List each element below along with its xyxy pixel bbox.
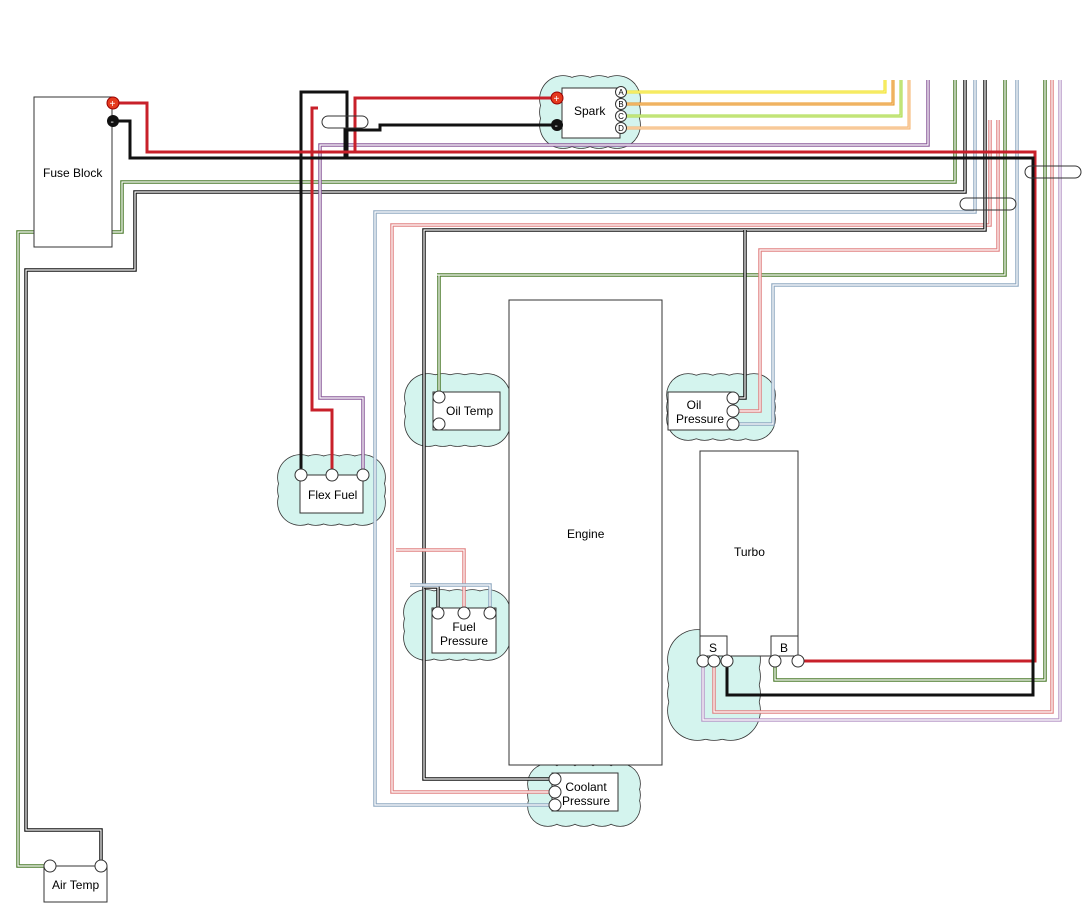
black-wire	[343, 123, 557, 158]
connector-oval	[959, 197, 1017, 211]
steel-wire	[373, 80, 977, 807]
oil-temp-label: Oil Temp	[446, 404, 493, 418]
spark-pin-c	[615, 110, 627, 122]
negative-terminal-icon	[551, 119, 563, 131]
pin	[294, 468, 308, 482]
pin	[791, 654, 805, 668]
steel-wire	[410, 583, 492, 613]
fuel-pressure-label-line2: Pressure	[440, 634, 488, 648]
spark-pin-label: C	[618, 112, 624, 121]
pin	[707, 654, 721, 668]
negative-terminal-icon	[107, 115, 119, 127]
positive-sign: +	[110, 99, 116, 110]
pin	[43, 859, 57, 873]
flex-fuel-sensor[interactable]: Flex Fuel	[294, 468, 370, 514]
engine[interactable]: Engine	[508, 299, 663, 766]
fuse-block[interactable]: Fuse Block + -	[33, 96, 120, 248]
oil-pressure-label-line1: Oil	[687, 398, 702, 412]
black-wire	[24, 80, 967, 866]
pink-wire	[733, 120, 1000, 413]
green-wire	[437, 80, 1007, 424]
pin	[431, 606, 445, 620]
connector-oval	[321, 115, 369, 129]
red-wire	[113, 101, 1037, 663]
yellow-wire	[621, 80, 887, 94]
pin	[325, 468, 339, 482]
red-wire	[353, 96, 557, 152]
spark-pin-label: B	[618, 100, 623, 109]
wire-loom-connectors	[321, 115, 1082, 211]
wires	[16, 80, 1062, 868]
coolant-pressure-sensor[interactable]: Coolant Pressure	[548, 772, 619, 812]
peach-wire	[621, 80, 911, 130]
coolant-pressure-label-line2: Pressure	[562, 794, 610, 808]
pin	[94, 859, 108, 873]
pink-wire	[396, 548, 466, 613]
pin	[432, 417, 446, 431]
flex-fuel-label: Flex Fuel	[308, 488, 357, 502]
air-temp-label: Air Temp	[52, 878, 99, 892]
purple-wire	[318, 80, 930, 475]
spark-pin-a	[615, 86, 627, 98]
engine-label: Engine	[567, 527, 605, 541]
negative-sign: -	[111, 117, 114, 128]
oil-pressure-label-line2: Pressure	[676, 412, 724, 426]
turbo-label: Turbo	[734, 545, 765, 559]
pin	[720, 654, 734, 668]
pin	[356, 468, 370, 482]
spark-pin-b	[615, 98, 627, 110]
spark-label: Spark	[574, 104, 606, 118]
black-wire	[422, 80, 987, 781]
oil-temp-sensor[interactable]: Oil Temp	[432, 390, 501, 431]
fuel-pressure-label-line1: Fuel	[452, 620, 475, 634]
red-wire	[310, 106, 334, 475]
black-wire	[733, 230, 747, 400]
lightgreen-wire	[621, 80, 903, 118]
coolant-pressure-label-line1: Coolant	[565, 780, 607, 794]
negative-sign: -	[555, 121, 558, 132]
spark-pin-d	[615, 122, 627, 134]
positive-terminal-icon	[550, 91, 564, 105]
fuse-block-label: Fuse Block	[43, 166, 103, 180]
pink-wire	[712, 80, 1054, 714]
turbo-b-label: B	[780, 641, 788, 655]
spark-pin-label: D	[618, 124, 624, 133]
black-wire	[113, 119, 1035, 697]
black-wire	[424, 585, 440, 613]
orange-wire	[621, 80, 895, 106]
pin	[483, 606, 497, 620]
air-temp-sensor[interactable]: Air Temp	[43, 859, 108, 903]
pin	[768, 654, 782, 668]
green-wire	[16, 80, 957, 868]
black-wire	[299, 90, 349, 475]
pin	[548, 772, 562, 786]
lilac-wire	[701, 80, 1062, 722]
fuel-pressure-sensor[interactable]: Fuel Pressure	[431, 606, 497, 654]
green-wire	[773, 80, 1047, 682]
pin	[548, 798, 562, 812]
connector-oval	[1024, 165, 1082, 179]
steel-wire	[733, 80, 1019, 426]
pin	[726, 404, 740, 418]
pin	[457, 606, 471, 620]
positive-terminal-icon	[106, 96, 120, 110]
pin	[548, 785, 562, 799]
spark-pin-label: A	[618, 88, 624, 97]
pin	[696, 654, 710, 668]
turbo-s-label: S	[709, 641, 717, 655]
positive-sign: +	[554, 94, 560, 105]
turbo[interactable]: Turbo S B	[696, 450, 805, 668]
pink-wire	[390, 120, 992, 794]
pin	[432, 390, 446, 404]
pin	[726, 417, 740, 431]
oil-pressure-sensor[interactable]: Oil Pressure	[667, 391, 740, 431]
turbo-b-port	[770, 635, 799, 657]
pin	[726, 391, 740, 405]
